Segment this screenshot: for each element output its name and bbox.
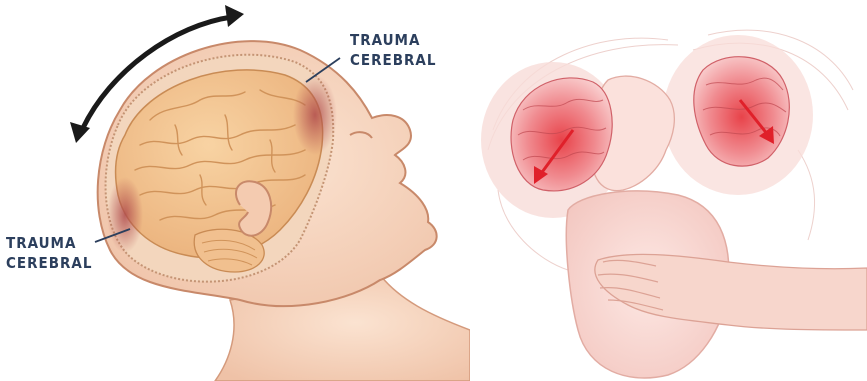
brain-front bbox=[694, 57, 790, 166]
left-illustration: TRAUMA CEREBRAL TRAUMA CEREBRAL bbox=[0, 0, 470, 381]
trauma-label-top: TRAUMA CEREBRAL bbox=[350, 30, 436, 70]
trauma-label-top-line1: TRAUMA bbox=[350, 30, 436, 50]
trauma-label-bottom-line1: TRAUMA bbox=[6, 233, 92, 253]
trauma-label-top-line2: CEREBRAL bbox=[350, 50, 436, 70]
trauma-back-mark bbox=[107, 177, 143, 253]
trauma-label-bottom-line2: CEREBRAL bbox=[6, 253, 92, 273]
trauma-label-bottom: TRAUMA CEREBRAL bbox=[6, 233, 92, 273]
trauma-front-mark bbox=[293, 75, 337, 155]
shaken-baby-illustration bbox=[478, 0, 867, 381]
right-illustration bbox=[478, 0, 867, 381]
